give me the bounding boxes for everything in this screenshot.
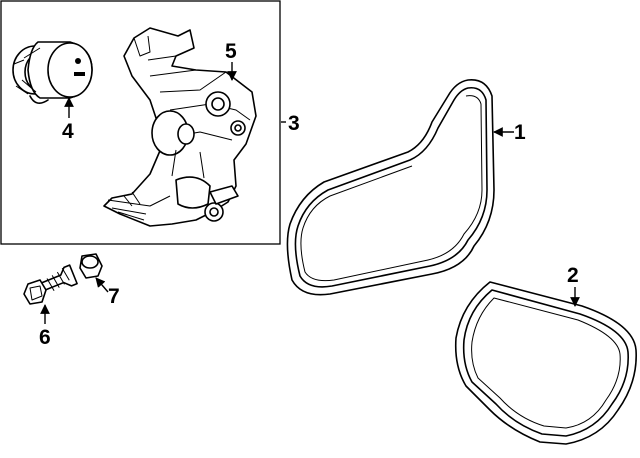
callout-3: 3 [288, 112, 300, 135]
callout-7: 7 [108, 285, 120, 308]
assembly-frame [0, 0, 281, 245]
tensioner-bracket-icon[interactable] [103, 27, 257, 227]
spacer-icon[interactable] [79, 253, 103, 279]
bolt-icon[interactable] [23, 264, 78, 305]
callout-6: 6 [39, 326, 51, 349]
callout-2: 2 [567, 264, 579, 287]
tensioner-pulley-icon[interactable] [12, 41, 93, 104]
leader-7 [95, 277, 109, 293]
ac-belt-icon[interactable] [454, 281, 637, 445]
callout-5: 5 [225, 40, 237, 63]
callout-1: 1 [514, 121, 526, 144]
callout-4: 4 [62, 120, 74, 143]
serpentine-belt-icon[interactable] [286, 79, 495, 296]
